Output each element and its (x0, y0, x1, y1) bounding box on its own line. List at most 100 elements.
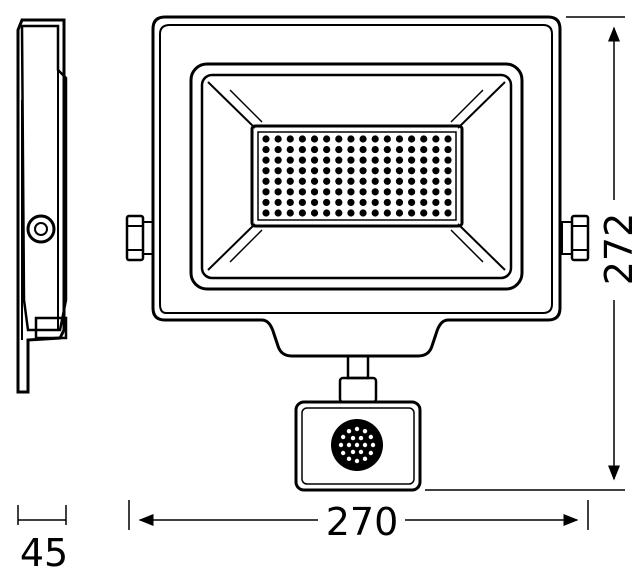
led-dot (274, 167, 282, 175)
lens-facet (338, 442, 344, 448)
led-dot (444, 135, 452, 143)
left-mount-bolt (125, 214, 154, 262)
led-dot (432, 167, 440, 175)
pir-motion-sensor (294, 400, 422, 492)
led-dot (323, 198, 331, 207)
led-dot (383, 145, 391, 154)
lens-facet (354, 458, 360, 464)
led-dot (395, 188, 404, 196)
led-dot (383, 198, 391, 207)
sensor-stem (338, 354, 378, 404)
led-dot (408, 188, 416, 196)
led-dot (286, 167, 294, 175)
led-dot (371, 209, 379, 217)
led-dot (408, 135, 416, 143)
led-dot (359, 135, 367, 143)
lens-facet (370, 442, 376, 448)
led-dot (286, 145, 294, 154)
housing-outline (151, 15, 562, 358)
led-dot (335, 177, 343, 185)
led-dot (310, 188, 319, 196)
led-dot (262, 198, 270, 207)
lens-facet (346, 428, 352, 434)
led-dot (347, 209, 355, 217)
led-dot (444, 156, 452, 164)
led-dot (359, 198, 367, 207)
led-dot (335, 209, 343, 217)
led-dot (444, 209, 452, 217)
led-dot (383, 188, 391, 196)
led-dot (395, 145, 404, 154)
led-dot (359, 167, 367, 175)
height-label: 272 (597, 213, 640, 286)
led-dot (359, 177, 367, 185)
led-dot (335, 198, 343, 207)
led-dot (420, 188, 428, 196)
led-dot (444, 188, 452, 196)
led-dot (395, 135, 404, 143)
led-dot (347, 167, 355, 175)
led-dot (420, 156, 428, 164)
led-dot (395, 209, 404, 217)
led-dot (371, 177, 379, 185)
lens-facet (340, 450, 346, 456)
led-dot (335, 145, 343, 154)
led-dot (310, 198, 319, 207)
led-dot (408, 167, 416, 175)
led-dot (395, 156, 404, 164)
led-dot (323, 177, 331, 185)
led-dot (444, 167, 452, 175)
led-dot (262, 145, 270, 154)
led-dot (335, 156, 343, 164)
led-dot (371, 135, 379, 143)
led-dot (383, 209, 391, 217)
led-dot (371, 167, 379, 175)
lens-facet (362, 428, 368, 434)
lens-facet (368, 450, 374, 456)
led-dot (298, 188, 306, 196)
front-view (125, 15, 590, 492)
led-dot (310, 209, 319, 217)
lens-facet (346, 456, 352, 462)
led-dot (395, 198, 404, 207)
led-dot (323, 188, 331, 196)
lens-facet (346, 442, 352, 448)
side-view (16, 18, 68, 394)
led-grid (262, 135, 452, 217)
led-dot (298, 135, 306, 143)
led-dot (310, 177, 319, 185)
led-dot (432, 156, 440, 164)
led-dot (420, 198, 428, 207)
led-dot (298, 198, 306, 207)
led-dot (383, 167, 391, 175)
led-dot (323, 167, 331, 175)
led-dot (432, 209, 440, 217)
led-dot (383, 156, 391, 164)
led-dot (359, 145, 367, 154)
led-dot (286, 198, 294, 207)
led-dot (347, 177, 355, 185)
led-dot (310, 156, 319, 164)
led-dot (371, 156, 379, 164)
led-dot (262, 209, 270, 217)
led-dot (298, 156, 306, 164)
led-dot (420, 145, 428, 154)
lens-facet (358, 435, 364, 441)
led-dot (432, 145, 440, 154)
led-dot (359, 188, 367, 196)
led-dot (323, 145, 331, 154)
side-mount-knob (26, 214, 56, 244)
led-dot (298, 167, 306, 175)
led-dot (323, 135, 331, 143)
led-dot (274, 198, 282, 207)
led-dot (274, 177, 282, 185)
led-dot (310, 135, 319, 143)
led-dot (432, 198, 440, 207)
led-dot (359, 209, 367, 217)
led-dot (323, 156, 331, 164)
lens-facet (362, 442, 368, 448)
led-dot (347, 135, 355, 143)
lens-facet (350, 449, 356, 455)
lens-facet (350, 435, 356, 441)
